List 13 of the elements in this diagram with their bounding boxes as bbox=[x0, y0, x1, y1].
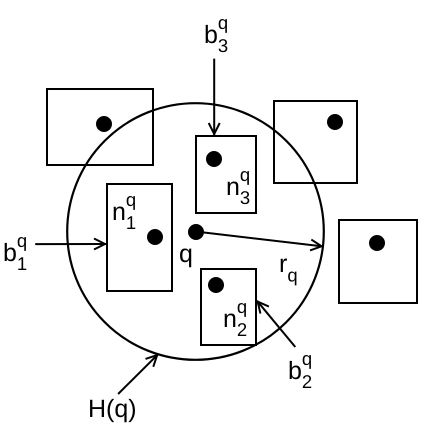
arrow bbox=[256, 300, 296, 348]
rectangle-frame bbox=[338, 219, 418, 304]
rectangle-frame bbox=[106, 183, 173, 292]
rectangle-frame bbox=[195, 135, 257, 214]
arrow bbox=[208, 58, 221, 135]
rectangle-frame bbox=[46, 88, 154, 166]
point-label: q bbox=[179, 242, 193, 267]
arrow bbox=[35, 238, 106, 251]
math-label: H(q) bbox=[88, 397, 137, 422]
rectangle-frame bbox=[200, 268, 257, 346]
radius-label: r$_{q}$ bbox=[279, 252, 298, 285]
arrow bbox=[117, 354, 159, 395]
rectangle-frame bbox=[273, 100, 358, 184]
